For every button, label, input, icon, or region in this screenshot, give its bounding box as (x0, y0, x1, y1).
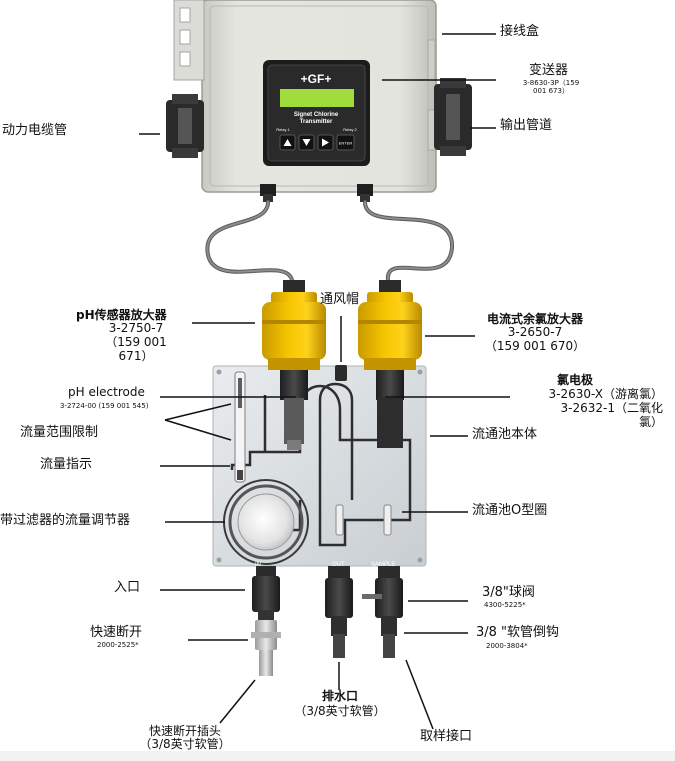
label-drain: 排水口 (321, 689, 358, 703)
label-transmitter-code: 3-8630-3P（159 001 673） (522, 79, 580, 96)
display-line2: Transmitter (300, 119, 333, 125)
label-flow-indicator: 流量指示 (40, 457, 93, 472)
label-quick-disconnect-code: 2000-2525* (97, 641, 139, 649)
valve-handle-icon (362, 594, 382, 599)
mounting-bracket (173, 0, 205, 81)
label-chlorine-electrode-code: 3-2630-X（游离氯） 3-2632-1（二氧化 氯） (548, 387, 663, 429)
sensor-cables (205, 200, 455, 282)
output-conduit (434, 78, 472, 156)
label-power-conduit: 动力电缆管 (2, 123, 68, 138)
outlet-mark: OUT (332, 562, 345, 568)
label-output-conduit: 输出管道 (500, 118, 553, 133)
right-key-icon (317, 134, 334, 151)
label-hose-barb-code: 2000-3804* (486, 642, 528, 650)
label-flow-cell-oring: 流通池O型圈 (472, 503, 548, 518)
ph-sensor-amplifier (262, 280, 326, 370)
label-ph-amplifier: pH传感器放大器 (76, 308, 167, 322)
label-ph-electrode: pH electrode (68, 385, 145, 399)
chlorine-electrode (376, 370, 404, 448)
label-sample-port: 取样接口 (420, 729, 473, 744)
flow-range-tube (234, 371, 246, 483)
ph-electrode (280, 370, 308, 450)
vent-cap (335, 365, 347, 381)
lcd-screen (280, 89, 354, 107)
brand-logo: +GF+ (301, 72, 332, 86)
sample-mark: SAMPLE (371, 562, 395, 568)
label-quick-disconnect: 快速断开 (90, 625, 143, 640)
relay1-label: Relay 1 (276, 127, 290, 132)
display-line1: Signet Chlorine (294, 112, 339, 118)
relay2-label: Relay 2 (343, 127, 357, 132)
label-qd-plug-sub: （3/8英寸软管） (139, 737, 231, 751)
down-key-icon (298, 134, 315, 151)
label-vent-cap: 通风帽 (320, 292, 360, 307)
label-ph-electrode-code: 3-2724-00 (159 001 545) (60, 402, 149, 410)
label-transmitter: 变送器 (529, 63, 569, 78)
label-ball-valve: 3/8"球阀 (482, 585, 535, 600)
label-drain-sub: （3/8英寸软管） (294, 704, 386, 718)
label-chlorine-amplifier: 电流式余氯放大器 (486, 312, 583, 326)
label-hose-barb: 3/8 "软管倒钩 (476, 625, 560, 640)
power-conduit (166, 94, 204, 158)
label-qd-plug: 快速断开插头 (148, 724, 221, 738)
inlet-mark: IN (255, 562, 261, 568)
cable-gland-left (260, 184, 276, 202)
quick-disconnect (251, 620, 281, 676)
inlet-valve (252, 566, 280, 620)
bottom-strip (0, 751, 675, 761)
label-flow-regulator: 带过滤器的流量调节器 (0, 513, 131, 528)
filter-disc (237, 493, 295, 551)
svg-text:ENTER: ENTER (339, 141, 353, 146)
leader-lines (139, 33, 510, 730)
cable-gland-right (357, 184, 373, 202)
chlorine-sensor-amplifier (358, 280, 422, 370)
up-key-icon (279, 134, 296, 151)
label-flow-cell-body: 流通池本体 (472, 427, 538, 442)
drain-valve (325, 566, 353, 658)
label-ball-valve-code: 4300-5225* (484, 601, 526, 609)
enter-key: ENTER (336, 134, 355, 151)
label-junction-box: 接线盒 (500, 24, 540, 39)
label-chlorine-amplifier-code: 3-2650-7 （159 001 670） (484, 325, 586, 353)
label-inlet: 入口 (114, 580, 141, 595)
label-flow-limit: 流量范围限制 (20, 425, 99, 440)
transmitter-unit: +GF+ Signet Chlorine Transmitter Relay 1… (263, 60, 370, 166)
label-chlorine-electrode: 氯电极 (556, 373, 593, 387)
label-ph-amplifier-code: 3-2750-7 （159 001 671） (105, 321, 167, 363)
sample-ball-valve (362, 566, 403, 658)
